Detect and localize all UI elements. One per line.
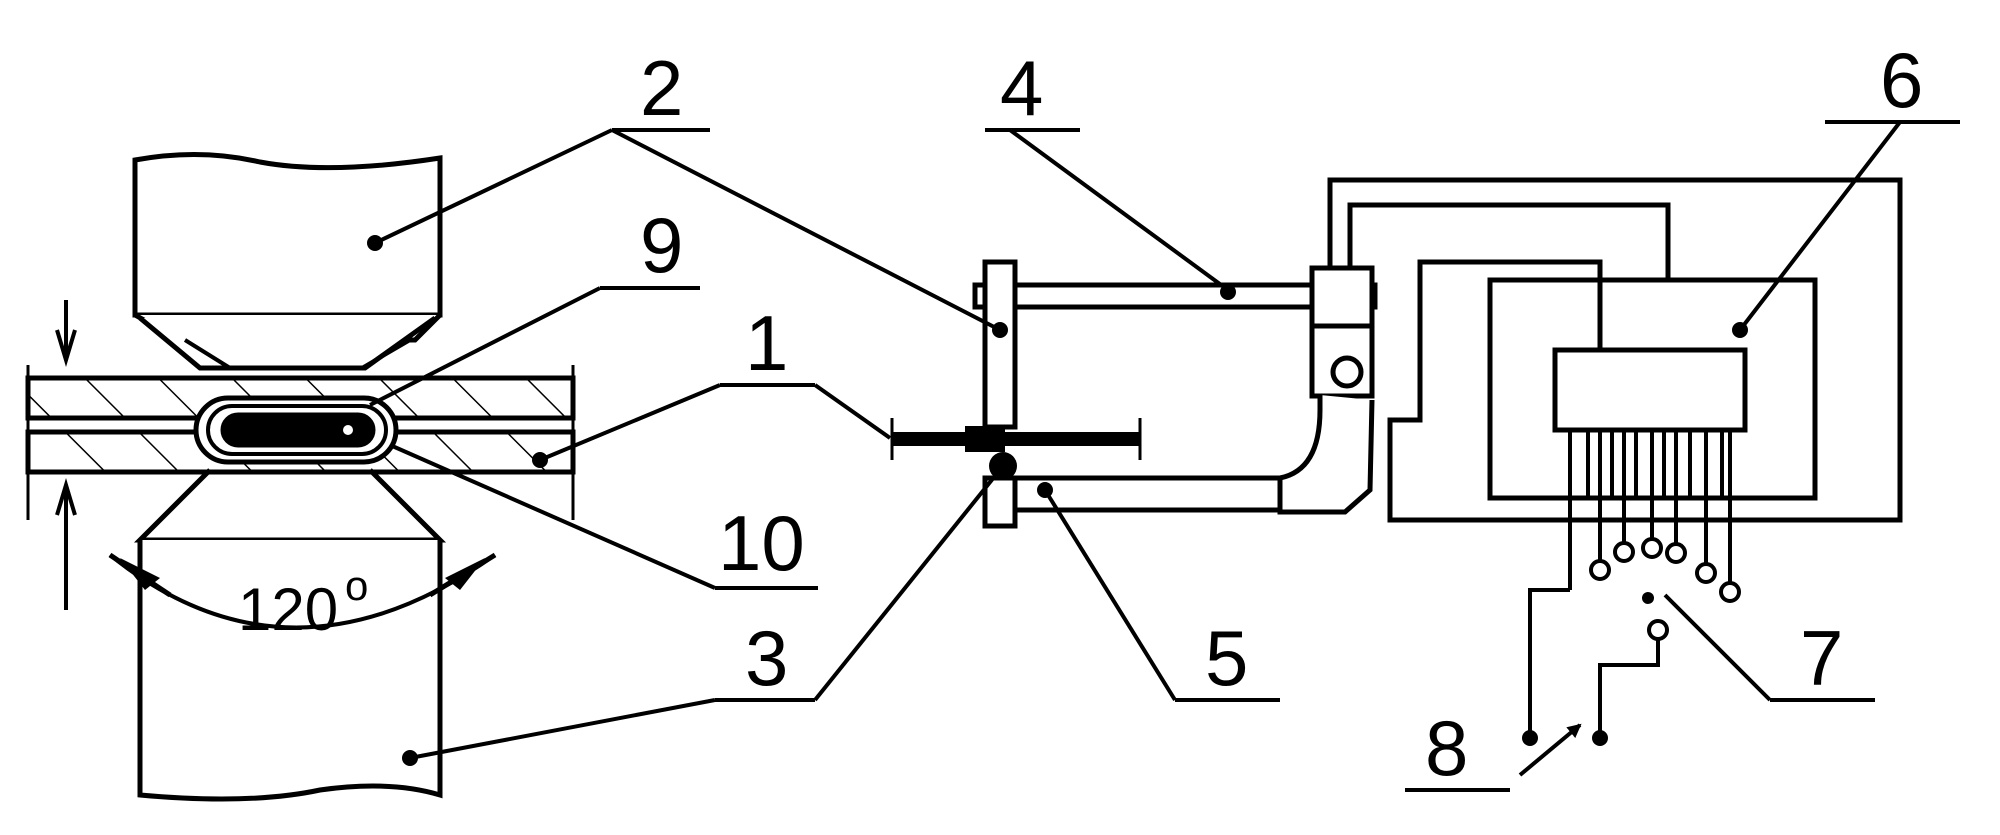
callout-1: 1: [745, 299, 788, 387]
force-arrow-bottom: [55, 478, 77, 610]
callout-9: 9: [640, 201, 683, 289]
weld-nugget: [193, 395, 399, 465]
callout-2: 2: [640, 44, 683, 132]
callout-5: 5: [1205, 614, 1248, 702]
terminal-leads: [1518, 588, 1660, 777]
angle-indicator: [108, 552, 497, 630]
selector-contacts: [1589, 537, 1741, 641]
output-leads: [1568, 430, 1732, 590]
clamp-mechanism: [890, 259, 1378, 529]
callout-10: 10: [718, 499, 805, 587]
upper-electrode: [132, 152, 443, 371]
callout-8: 8: [1425, 704, 1468, 792]
lower-electrode: [133, 468, 447, 802]
callout-7: 7: [1800, 614, 1843, 702]
control-unit: [1327, 177, 1903, 777]
angle-unit: o: [345, 562, 368, 609]
force-arrow-top: [55, 300, 77, 367]
callout-6: 6: [1880, 36, 1923, 124]
callout-4: 4: [1000, 44, 1043, 132]
leader-lines: [367, 120, 1960, 792]
callout-3: 3: [745, 614, 788, 702]
angle-value: 120: [238, 576, 338, 643]
